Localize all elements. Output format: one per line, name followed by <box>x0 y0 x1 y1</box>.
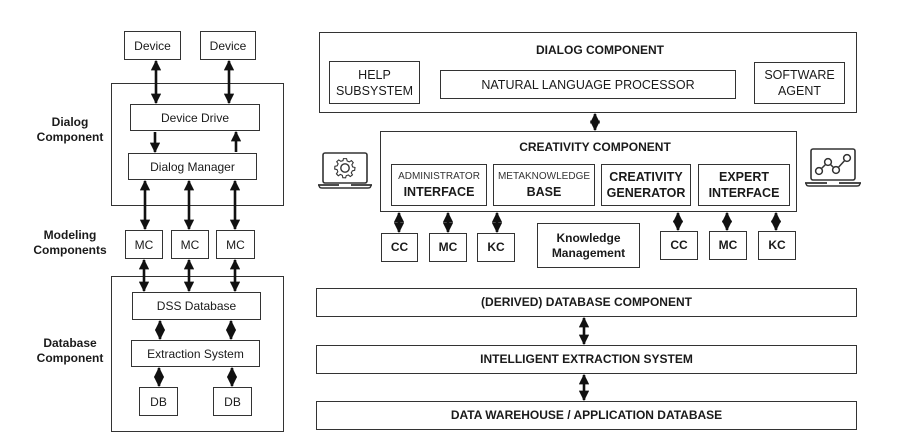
agent-line: AGENT <box>777 84 822 98</box>
kc-label: KC <box>768 238 786 252</box>
help-line: HELP <box>358 67 391 82</box>
kc-box-right[interactable]: KC <box>758 231 796 260</box>
agent-line: SOFTWARE <box>764 68 835 82</box>
module-top: EXPERT <box>718 170 769 184</box>
help-subsystem-box[interactable]: HELP SUBSYSTEM <box>329 61 420 104</box>
dialog-manager-label: Dialog Manager <box>150 159 235 174</box>
mc-label: MC <box>226 237 245 252</box>
intelligent-extraction-box[interactable]: INTELLIGENT EXTRACTION SYSTEM <box>316 345 857 374</box>
creativity-generator-box[interactable]: CREATIVITY GENERATOR <box>601 164 691 206</box>
creativity-component-title: CREATIVITY COMPONENT <box>519 140 671 154</box>
intelligent-extraction-label: INTELLIGENT EXTRACTION SYSTEM <box>480 352 693 366</box>
mc-box-right[interactable]: MC <box>709 231 747 260</box>
label-line: Dialog <box>51 115 89 129</box>
dialog-component-panel <box>319 32 857 113</box>
analytics-laptop-icon <box>805 148 861 187</box>
dss-database-box[interactable]: DSS Database <box>132 292 261 320</box>
db-label: DB <box>224 394 241 409</box>
kc-label: KC <box>487 240 505 254</box>
database-component-frame <box>111 276 284 432</box>
mc-box-1[interactable]: MC <box>125 230 163 259</box>
module-bottom: BASE <box>526 185 562 199</box>
mc-box-3[interactable]: MC <box>216 230 255 259</box>
mc-box-left[interactable]: MC <box>429 233 467 262</box>
db-box-2[interactable]: DB <box>213 387 252 416</box>
dialog-component-frame <box>111 83 284 206</box>
mc-box-2[interactable]: MC <box>171 230 209 259</box>
software-agent-box[interactable]: SOFTWARE AGENT <box>754 62 845 104</box>
label-line: Modeling <box>43 228 97 242</box>
modeling-components-label: Modeling Components <box>28 228 112 258</box>
natural-language-processor-box[interactable]: NATURAL LANGUAGE PROCESSOR <box>440 70 736 99</box>
module-bottom: INTERFACE <box>708 186 780 200</box>
mc-label: MC <box>718 238 738 252</box>
extraction-system-label: Extraction System <box>147 346 244 361</box>
cc-box-left[interactable]: CC <box>381 233 418 262</box>
label-line: Component <box>36 351 104 365</box>
mc-label: MC <box>438 240 458 254</box>
kc-box-left[interactable]: KC <box>477 233 515 262</box>
device-box-2[interactable]: Device <box>200 31 256 60</box>
help-line: SUBSYSTEM <box>335 83 414 98</box>
cc-label: CC <box>390 240 409 254</box>
dialog-component-label: Dialog Component <box>30 115 110 145</box>
dialog-component-title: DIALOG COMPONENT <box>536 43 664 57</box>
data-warehouse-label: DATA WAREHOUSE / APPLICATION DATABASE <box>450 408 723 422</box>
mc-label: MC <box>180 237 200 252</box>
creativity-component-panel <box>380 131 797 212</box>
settings-laptop-icon <box>318 152 372 189</box>
db-label: DB <box>150 394 167 409</box>
dss-database-label: DSS Database <box>156 299 237 313</box>
expert-interface-box[interactable]: EXPERT INTERFACE <box>698 164 790 206</box>
label-line: Components <box>33 243 107 257</box>
module-top: METAKNOWLEDGE <box>497 171 591 182</box>
device-drive-box[interactable]: Device Drive <box>130 104 260 131</box>
device-label: Device <box>209 38 247 53</box>
module-top: CREATIVITY <box>609 170 683 184</box>
cc-box-right[interactable]: CC <box>660 231 698 260</box>
km-line: Management <box>551 245 626 260</box>
dialog-manager-box[interactable]: Dialog Manager <box>128 153 257 180</box>
derived-db-label: (DERIVED) DATABASE COMPONENT <box>481 295 692 309</box>
device-label: Device <box>134 38 171 53</box>
module-bottom: GENERATOR <box>606 186 686 200</box>
module-top: ADMINISTRATOR <box>398 171 480 182</box>
device-box-1[interactable]: Device <box>124 31 181 60</box>
knowledge-management-box[interactable]: Knowledge Management <box>537 223 640 268</box>
device-drive-label: Device Drive <box>160 110 229 125</box>
module-bottom: INTERFACE <box>403 185 475 199</box>
administrator-interface-box[interactable]: ADMINISTRATOR INTERFACE <box>391 164 487 206</box>
db-box-1[interactable]: DB <box>139 387 178 416</box>
label-line: Database <box>43 336 97 350</box>
extraction-system-box[interactable]: Extraction System <box>131 340 260 367</box>
cc-label: CC <box>670 238 688 252</box>
label-line: Component <box>36 130 104 144</box>
km-line: Knowledge <box>556 230 621 245</box>
database-component-label: Database Component <box>30 336 110 366</box>
metaknowledge-base-box[interactable]: METAKNOWLEDGE BASE <box>493 164 595 206</box>
nlp-label: NATURAL LANGUAGE PROCESSOR <box>481 77 695 92</box>
data-warehouse-box[interactable]: DATA WAREHOUSE / APPLICATION DATABASE <box>316 401 857 430</box>
mc-label: MC <box>134 237 154 252</box>
derived-database-box[interactable]: (DERIVED) DATABASE COMPONENT <box>316 288 857 317</box>
